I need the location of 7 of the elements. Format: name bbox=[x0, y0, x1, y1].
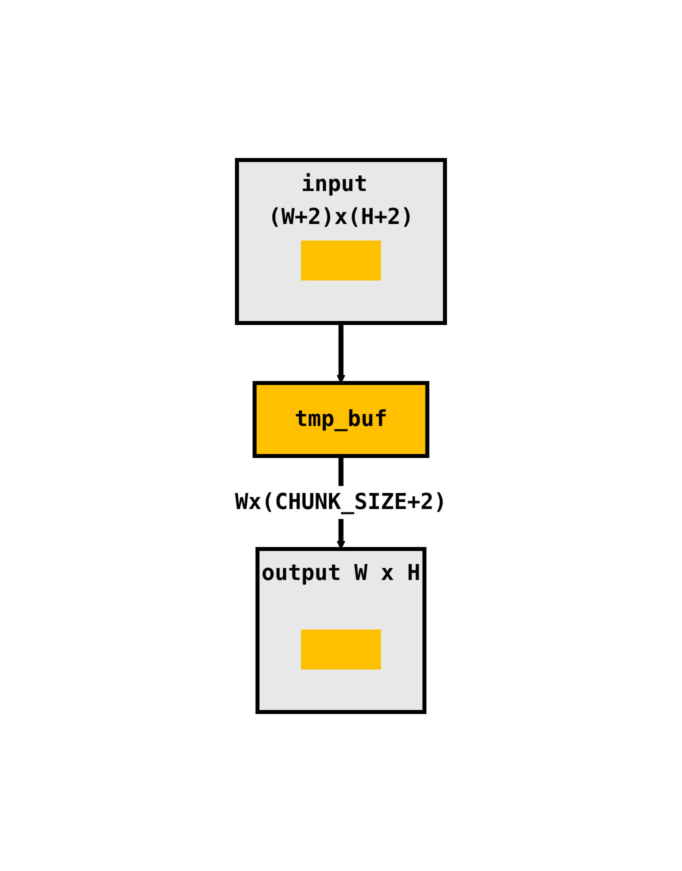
node-bar bbox=[301, 629, 381, 669]
arrow bbox=[336, 322, 346, 383]
cluster: output W x H bbox=[256, 546, 426, 714]
cluster: input (W+2)x(H+2) bbox=[235, 158, 447, 324]
edge-label: Wx(CHUNK_SIZE+2) bbox=[235, 490, 447, 514]
node-bar bbox=[301, 240, 381, 280]
node-box: tmp_buf bbox=[252, 380, 430, 458]
